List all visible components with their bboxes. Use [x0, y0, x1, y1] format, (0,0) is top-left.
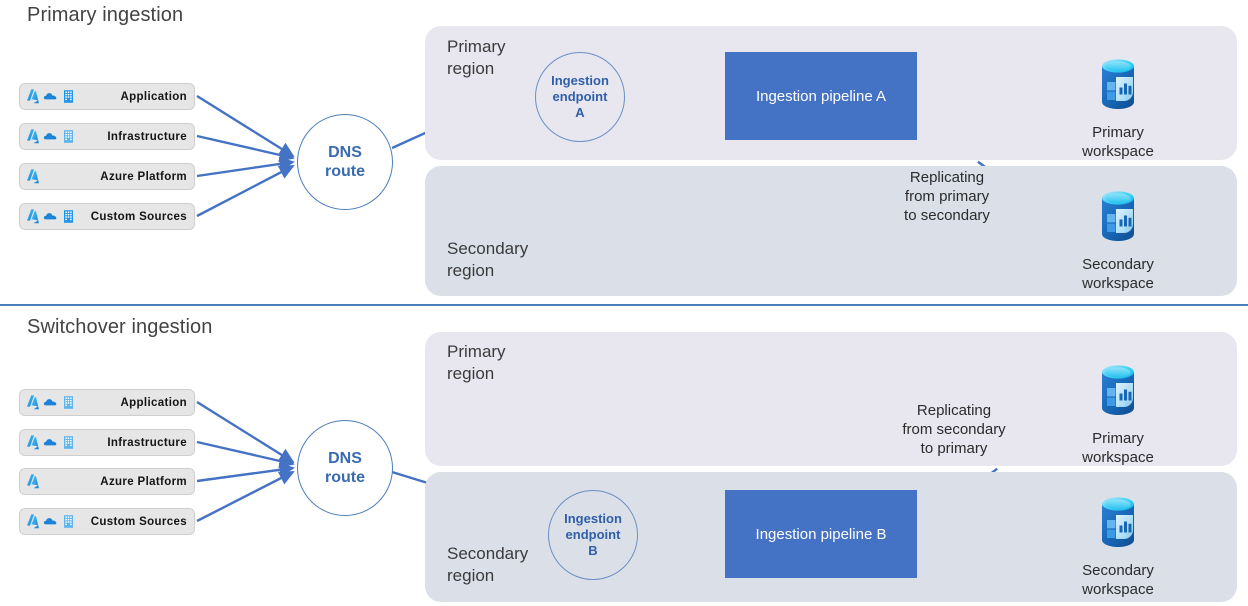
- secondary-workspace-label: Secondary workspace: [1082, 256, 1154, 292]
- ingestion-pipeline-b-label: Ingestion pipeline B: [755, 525, 887, 543]
- source-icon-group: [25, 208, 76, 225]
- azure-logo-icon: [25, 394, 40, 411]
- source-icon-group: [25, 513, 76, 530]
- primary-workspace-label: Primary workspace: [1082, 430, 1154, 466]
- azure-logo-icon: [25, 168, 40, 185]
- azure-logo-icon: [25, 88, 40, 105]
- source-box-infrastructure-bottom[interactable]: Infrastructure: [19, 429, 195, 456]
- secondary-workspace-label: Secondary workspace: [1082, 562, 1154, 598]
- azure-logo-icon: [25, 434, 40, 451]
- source-icon-group: [25, 473, 40, 490]
- dns-route-line2: route: [325, 163, 365, 180]
- azure-logo-icon: [25, 473, 40, 490]
- source-label: Application: [120, 90, 187, 103]
- section-title-primary-ingestion: Primary ingestion: [27, 4, 184, 26]
- replication-note-top: Replicating from primary to secondary: [904, 169, 990, 224]
- primary-workspace-label: Primary workspace: [1082, 124, 1154, 160]
- dns-route-line2: route: [325, 469, 365, 486]
- source-box-application-bottom[interactable]: Application: [19, 389, 195, 416]
- secondary-workspace-node-top[interactable]: Secondary workspace: [1058, 186, 1178, 293]
- primary-region-panel-bottom: [425, 332, 1237, 466]
- ingestion-endpoint-b-label: Ingestion endpoint B: [564, 511, 622, 558]
- source-box-infrastructure-top[interactable]: Infrastructure: [19, 123, 195, 150]
- building-icon: [61, 394, 76, 411]
- ingestion-pipeline-a-label: Ingestion pipeline A: [755, 87, 887, 105]
- azure-logo-icon: [25, 513, 40, 530]
- log-analytics-workspace-icon: [1091, 360, 1145, 425]
- primary-region-label-top: Primary region: [447, 37, 506, 78]
- source-label: Application: [120, 396, 187, 409]
- source-label: Custom Sources: [90, 515, 187, 528]
- source-icon-group: [25, 168, 40, 185]
- ingestion-endpoint-b-node[interactable]: Ingestion endpoint B: [548, 490, 638, 580]
- ingestion-pipeline-b-box[interactable]: Ingestion pipeline B: [725, 490, 917, 578]
- source-icon-group: [25, 394, 76, 411]
- building-icon: [61, 88, 76, 105]
- bottom-source-to-dns-arrows: [196, 400, 295, 523]
- source-icon-group: [25, 434, 76, 451]
- cloud-icon: [43, 434, 58, 451]
- primary-region-label-bottom: Primary region: [447, 342, 506, 383]
- secondary-region-label-bottom: Secondary region: [447, 544, 529, 585]
- ingestion-endpoint-a-label: Ingestion endpoint A: [551, 73, 609, 120]
- source-box-application-top[interactable]: Application: [19, 83, 195, 110]
- source-label: Azure Platform: [100, 170, 187, 183]
- source-icon-group: [25, 88, 76, 105]
- source-box-azure-platform-top[interactable]: Azure Platform: [19, 163, 195, 190]
- building-icon: [61, 434, 76, 451]
- dns-route-line1: DNS: [328, 450, 362, 467]
- source-box-azure-platform-bottom[interactable]: Azure Platform: [19, 468, 195, 495]
- replication-note-bottom: Replicating from secondary to primary: [902, 402, 1006, 457]
- cloud-icon: [43, 208, 58, 225]
- source-label: Infrastructure: [107, 436, 187, 449]
- source-box-custom-sources-bottom[interactable]: Custom Sources: [19, 508, 195, 535]
- section-title-switchover-ingestion: Switchover ingestion: [27, 316, 213, 338]
- azure-logo-icon: [25, 128, 40, 145]
- secondary-workspace-node-bottom[interactable]: Secondary workspace: [1058, 492, 1178, 599]
- primary-workspace-node-top[interactable]: Primary workspace: [1058, 54, 1178, 161]
- section-divider: [0, 304, 1248, 306]
- building-icon: [61, 208, 76, 225]
- building-icon: [61, 128, 76, 145]
- dns-route-node-top[interactable]: DNS route: [297, 114, 393, 210]
- dns-route-node-bottom[interactable]: DNS route: [297, 420, 393, 516]
- cloud-icon: [43, 128, 58, 145]
- cloud-icon: [43, 513, 58, 530]
- ingestion-endpoint-a-node[interactable]: Ingestion endpoint A: [535, 52, 625, 142]
- source-label: Azure Platform: [100, 475, 187, 488]
- log-analytics-workspace-icon: [1091, 54, 1145, 119]
- log-analytics-workspace-icon: [1091, 186, 1145, 251]
- dns-route-line1: DNS: [328, 144, 362, 161]
- cloud-icon: [43, 88, 58, 105]
- top-source-to-dns-arrows: [196, 94, 295, 218]
- source-label: Custom Sources: [90, 210, 187, 223]
- azure-logo-icon: [25, 208, 40, 225]
- ingestion-pipeline-a-box[interactable]: Ingestion pipeline A: [725, 52, 917, 140]
- secondary-region-label-top: Secondary region: [447, 239, 529, 280]
- source-label: Infrastructure: [107, 130, 187, 143]
- building-icon: [61, 513, 76, 530]
- primary-workspace-node-bottom[interactable]: Primary workspace: [1058, 360, 1178, 467]
- log-analytics-workspace-icon: [1091, 492, 1145, 557]
- source-icon-group: [25, 128, 76, 145]
- source-box-custom-sources-top[interactable]: Custom Sources: [19, 203, 195, 230]
- cloud-icon: [43, 394, 58, 411]
- secondary-region-panel-top: [425, 166, 1237, 296]
